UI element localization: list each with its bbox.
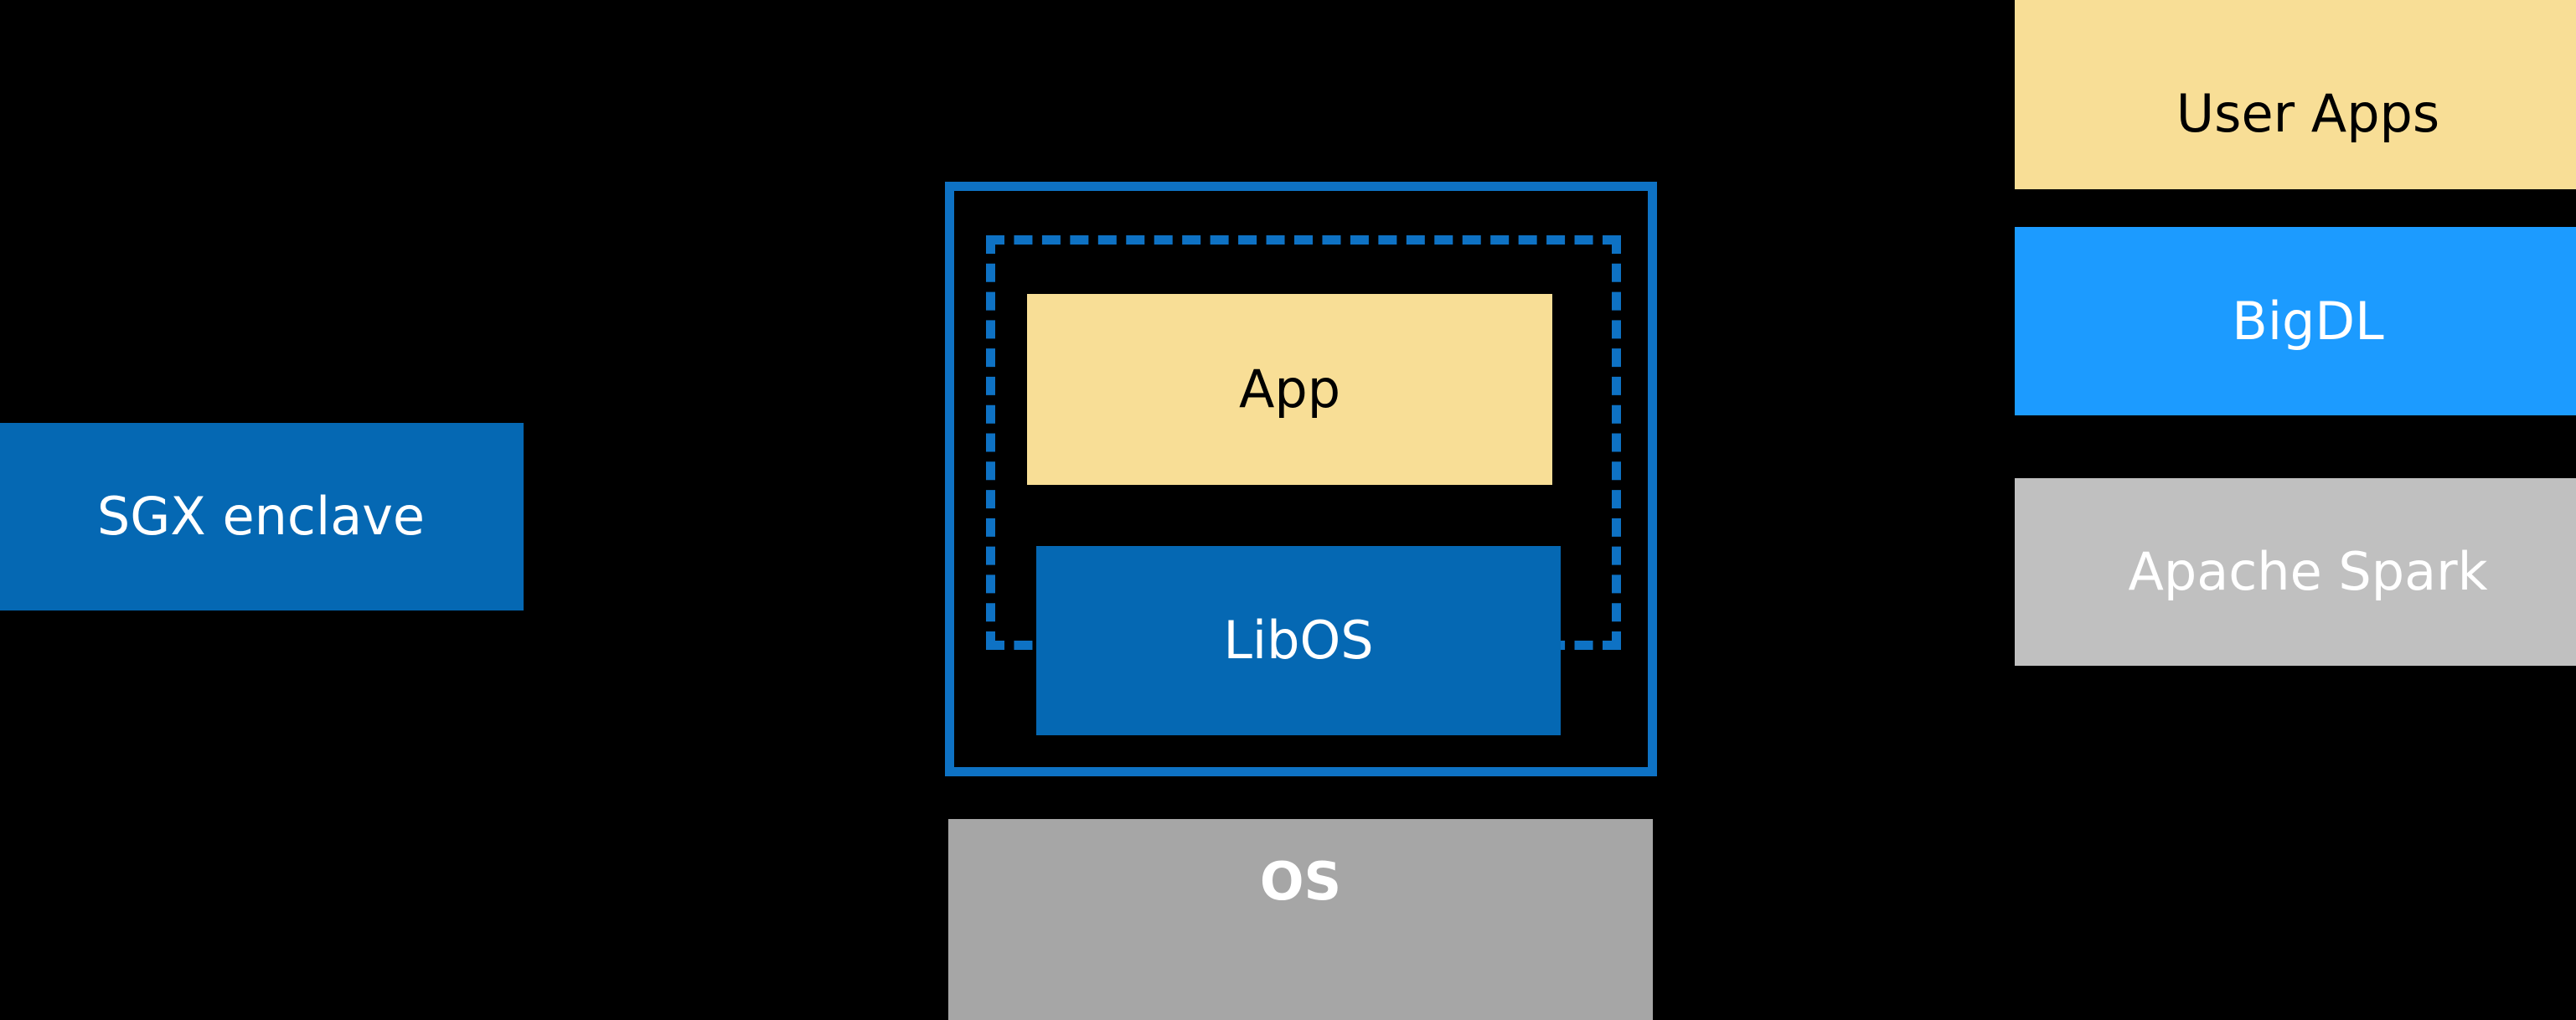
- apache-spark-label: Apache Spark: [2128, 541, 2488, 603]
- bigdl-box[interactable]: BigDL: [2015, 227, 2576, 415]
- libos-box[interactable]: LibOS: [1036, 546, 1561, 735]
- os-label: OS: [1259, 851, 1342, 912]
- user-apps-label: User Apps: [2176, 82, 2440, 144]
- sgx-enclave-box[interactable]: SGX enclave: [0, 423, 524, 610]
- user-apps-box[interactable]: User Apps: [2015, 0, 2576, 189]
- apache-spark-box[interactable]: Apache Spark: [2015, 478, 2576, 666]
- bigdl-label: BigDL: [2232, 290, 2384, 352]
- sgx-enclave-label: SGX enclave: [96, 486, 426, 548]
- app-box[interactable]: App: [1027, 294, 1552, 485]
- app-label: App: [1238, 358, 1341, 420]
- enclave-outer-frame[interactable]: [945, 182, 1657, 776]
- libos-label: LibOS: [1223, 610, 1374, 672]
- os-box[interactable]: OS: [948, 819, 1653, 1020]
